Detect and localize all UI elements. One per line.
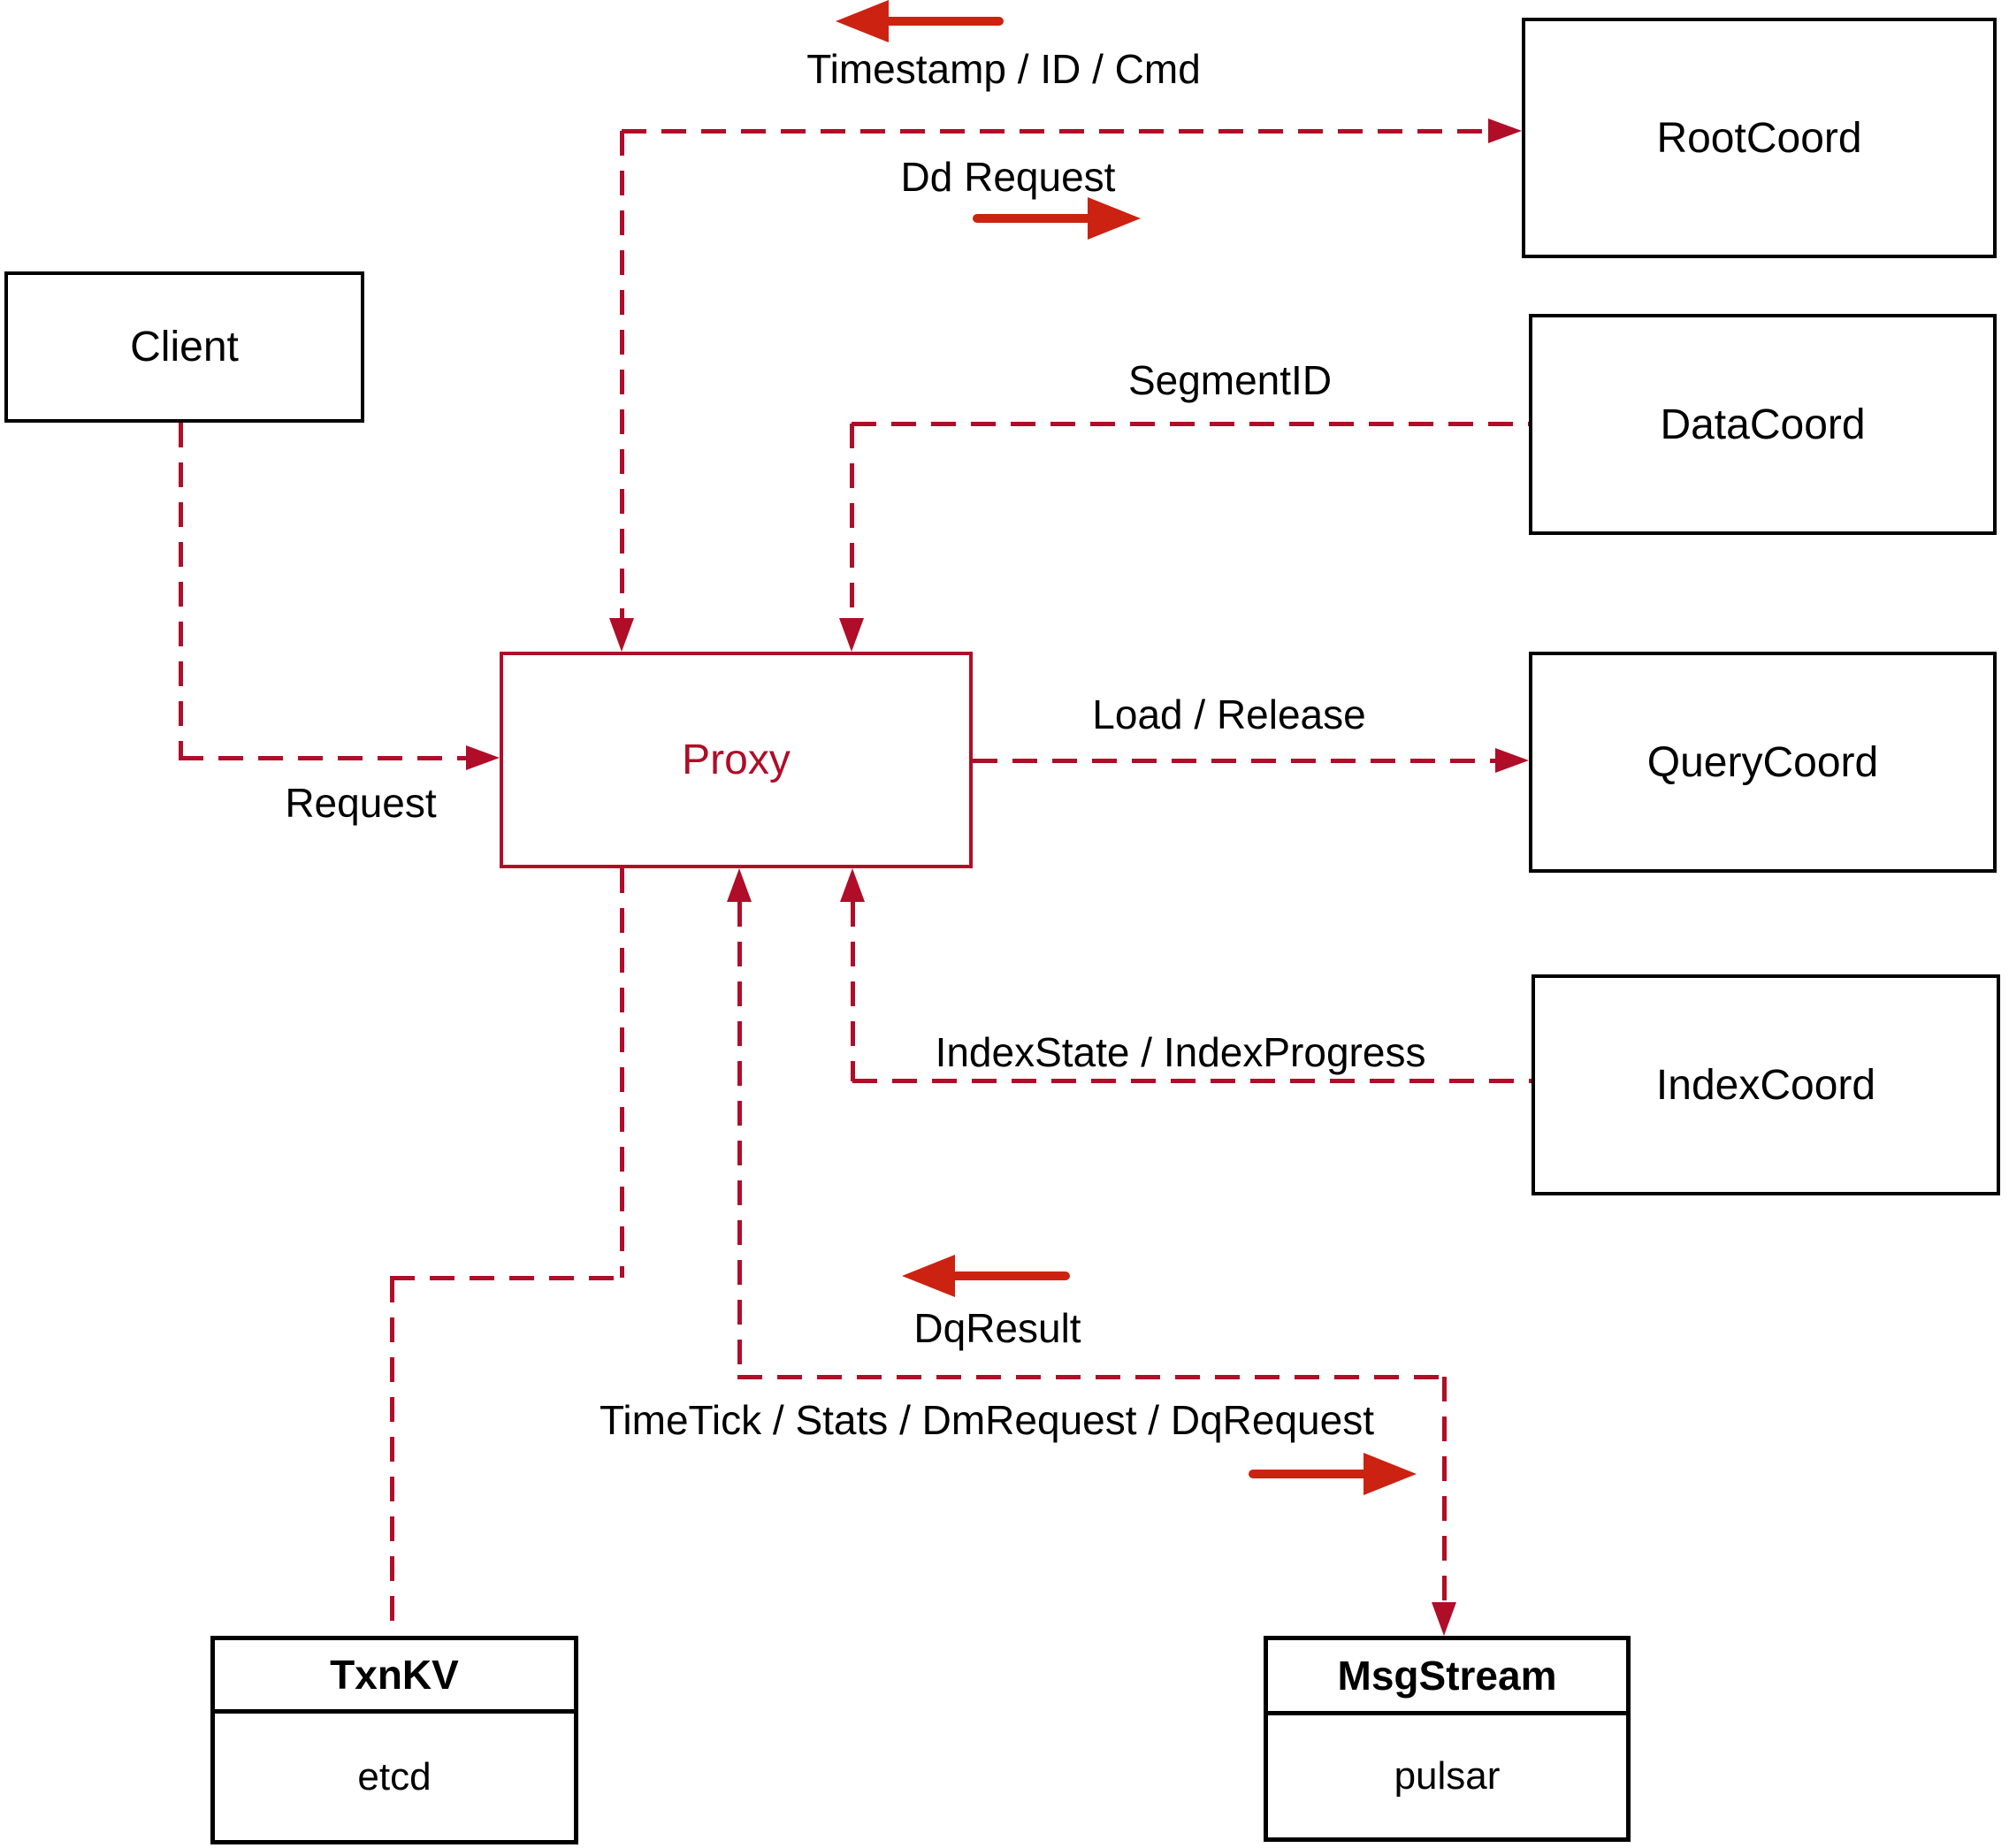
node-txnkv-tech: etcd xyxy=(357,1754,432,1798)
arrow-right-dqrequest-shaft xyxy=(1249,1470,1374,1478)
arrow-right-dqrequest-head-icon xyxy=(1364,1453,1417,1495)
node-datacoord-label: DataCoord xyxy=(1660,401,1866,448)
edge-label-dqresult: DqResult xyxy=(913,1305,1081,1351)
edge-proxy-rootcoord-vline xyxy=(620,131,624,618)
node-msgstream: MsgStream pulsar xyxy=(1264,1636,1631,1842)
node-msgstream-tech: pulsar xyxy=(1394,1754,1501,1798)
arrowhead-into-rootcoord-icon xyxy=(1488,118,1522,143)
edge-label-load-release: Load / Release xyxy=(1092,691,1366,737)
arrowhead-into-querycoord-icon xyxy=(1495,748,1529,773)
arrow-left-icon xyxy=(836,0,1004,42)
node-client: Client xyxy=(4,271,364,423)
edge-proxy-txnkv-vline-lower xyxy=(390,1278,394,1636)
edge-proxy-msgstream-hline xyxy=(737,1375,1444,1379)
node-txnkv-title: TxnKV xyxy=(215,1640,574,1714)
arrowhead-into-proxy-left-icon xyxy=(466,745,500,770)
edge-label-timestamp-id-cmd: Timestamp / ID / Cmd xyxy=(806,46,1201,92)
edge-client-proxy-vline xyxy=(179,423,183,760)
edge-proxy-msgstream-vline-upper xyxy=(737,902,742,1379)
edge-proxy-msgstream-vline-lower xyxy=(1442,1377,1447,1602)
arrowhead-into-proxy-top-left-icon xyxy=(609,618,634,652)
node-proxy: Proxy xyxy=(500,652,973,868)
arrowhead-into-msgstream-icon xyxy=(1432,1602,1456,1636)
edge-indexcoord-proxy-vline xyxy=(851,902,855,1081)
node-msgstream-title: MsgStream xyxy=(1268,1640,1626,1715)
edge-label-timetick-stats: TimeTick / Stats / DmRequest / DqRequest xyxy=(600,1397,1374,1443)
edge-datacoord-proxy-vline xyxy=(850,424,854,618)
node-txnkv: TxnKV etcd xyxy=(210,1636,578,1844)
node-datacoord: DataCoord xyxy=(1529,314,1997,535)
arrow-left-dqresult-icon xyxy=(902,1255,1070,1297)
arrowhead-into-proxy-bottom-right-icon xyxy=(840,868,865,902)
edge-proxy-txnkv-hline xyxy=(390,1276,622,1280)
node-querycoord-label: QueryCoord xyxy=(1646,738,1879,786)
edge-label-indexstate-indexprogress: IndexState / IndexProgress xyxy=(935,1029,1426,1075)
edge-label-dd-request: Dd Request xyxy=(900,154,1116,200)
edge-label-segmentid: SegmentID xyxy=(1127,357,1333,403)
edge-proxy-querycoord-hline xyxy=(973,759,1495,763)
arrow-left-dqresult-shaft xyxy=(944,1271,1070,1280)
node-proxy-label: Proxy xyxy=(682,737,791,783)
arrow-right-dqrequest-icon xyxy=(1249,1453,1417,1495)
node-querycoord: QueryCoord xyxy=(1529,652,1997,873)
node-indexcoord-label: IndexCoord xyxy=(1655,1061,1876,1109)
arrow-right-icon xyxy=(973,197,1141,240)
arrow-right-shaft xyxy=(973,214,1098,223)
edge-client-proxy-hline xyxy=(179,756,466,760)
edge-proxy-txnkv-vline-upper xyxy=(620,868,624,1278)
node-rootcoord: RootCoord xyxy=(1522,18,1997,258)
edge-datacoord-proxy-hline xyxy=(852,422,1529,426)
edge-proxy-rootcoord-hline xyxy=(622,129,1488,134)
arrowhead-into-proxy-top-right-icon xyxy=(839,618,864,652)
arrow-left-shaft xyxy=(878,17,1004,26)
node-rootcoord-label: RootCoord xyxy=(1656,114,1862,162)
edge-label-request: Request xyxy=(285,780,437,826)
arrowhead-into-proxy-bottom-left-icon xyxy=(727,868,752,902)
edge-indexcoord-proxy-hline xyxy=(852,1079,1532,1083)
arrow-right-head-icon xyxy=(1088,197,1141,240)
node-client-label: Client xyxy=(130,324,239,370)
node-indexcoord: IndexCoord xyxy=(1532,974,2000,1195)
